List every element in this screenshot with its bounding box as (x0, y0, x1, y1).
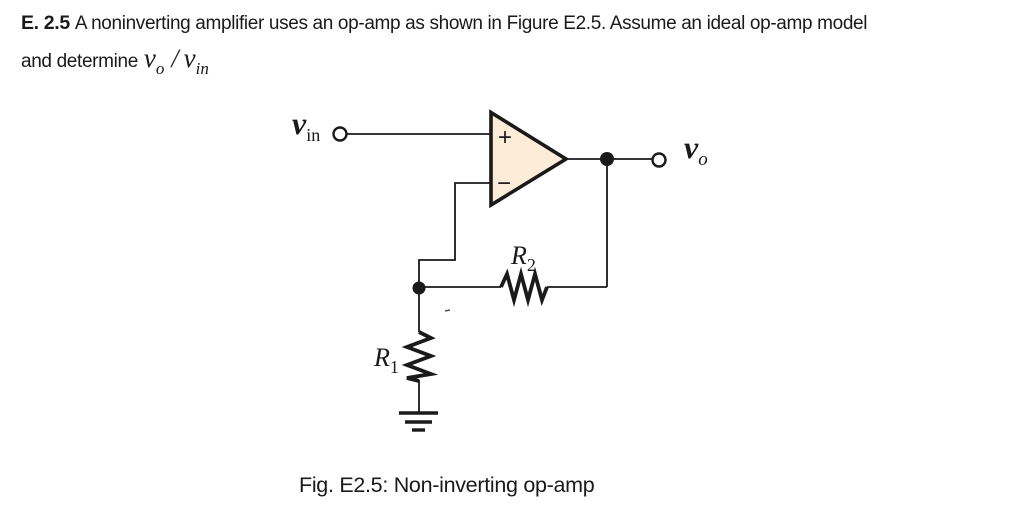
vin-label: vin (292, 105, 320, 144)
vin-label-main: v (292, 105, 307, 141)
opamp-symbol (489, 109, 570, 209)
output-terminal (651, 152, 667, 168)
ground-symbol (399, 411, 438, 432)
resistor-r1 (401, 330, 439, 383)
r2-label: R2 (511, 241, 536, 275)
gain-ratio-expression: vo/vin (144, 43, 209, 78)
feedback-node-dot (412, 281, 426, 295)
r1-label-sub: 1 (389, 357, 399, 377)
r1-label-main: R (374, 343, 390, 372)
vo-label: vo (684, 129, 708, 169)
r1-label: R1 (374, 343, 399, 377)
figure-caption: Fig. E2.5: Non-inverting op-amp (299, 473, 595, 497)
vo-label-sub: o (698, 149, 708, 170)
r2-label-main: R (511, 241, 527, 270)
vo-subscript: o (155, 59, 165, 78)
output-node-dot (600, 152, 614, 166)
vin-subscript: in (195, 59, 209, 78)
problem-text-continued: and determine (21, 51, 138, 72)
minus-input-marker: − (497, 170, 511, 197)
problem-text: A noninverting amplifier uses an op-amp … (74, 13, 868, 34)
vo-label-main: v (684, 129, 699, 165)
problem-number: E. 2.5 (21, 12, 70, 34)
division-slash: / (171, 44, 179, 73)
vo-symbol: v (143, 43, 156, 73)
r2-label-sub: 2 (526, 255, 536, 275)
wire-inverting-input-stair (418, 182, 491, 288)
stray-mark (444, 309, 451, 312)
input-terminal (332, 126, 348, 142)
plus-input-marker: + (498, 124, 512, 151)
vin-label-sub: in (306, 125, 321, 145)
resistor-r2 (499, 266, 549, 308)
vin-symbol: v (183, 43, 196, 73)
